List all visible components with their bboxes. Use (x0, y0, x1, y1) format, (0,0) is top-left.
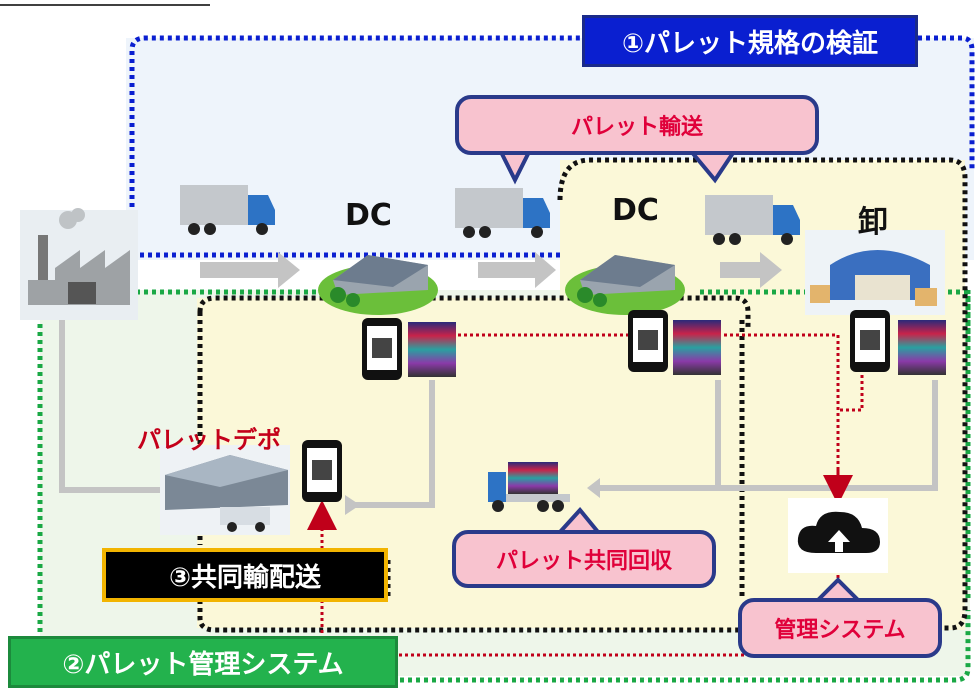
depot-icon (160, 445, 290, 535)
pallet-joint-collection-callout: パレット共同回収 (452, 530, 716, 588)
smartphone-qr-icon (850, 310, 890, 372)
smartphone-qr-icon (302, 440, 342, 502)
dc-label: DC (612, 193, 659, 228)
truck-icon (455, 188, 550, 238)
warehouse-icon (565, 255, 685, 315)
factory-icon (20, 208, 138, 320)
cloud-upload-icon (788, 498, 888, 573)
pallet-stack-icon (408, 322, 456, 377)
green-boundary (37, 289, 971, 683)
gray-flow-lines (59, 318, 938, 508)
black-boundary-right (557, 157, 968, 631)
truck-icon (705, 195, 800, 245)
pallet-standard-verification-label: ①パレット規格の検証 (582, 15, 918, 67)
truck-icon (180, 185, 275, 235)
blue-boundary (129, 35, 975, 255)
smartphone-qr-icon (362, 318, 402, 380)
pallet-depot-label: パレットデポ (137, 426, 281, 454)
dc-label: DC (345, 198, 392, 233)
joint-transport-label: ③共同輸配送 (102, 548, 388, 602)
pallet-management-system-label: ②パレット管理システム (8, 636, 398, 688)
truck-with-pallets-icon (488, 462, 570, 512)
gray-arrows (200, 252, 782, 515)
management-system-callout: 管理システム (738, 598, 942, 658)
wholesaler-warehouse-icon (805, 230, 945, 315)
wholesaler-label: 卸 (858, 205, 888, 240)
pallet-transport-callout: パレット輸送 (455, 95, 819, 155)
smartphone-qr-icon (628, 310, 668, 372)
warehouse-icon (318, 255, 438, 315)
pallet-stack-icon (673, 320, 721, 375)
pallet-stack-icon (898, 320, 946, 375)
